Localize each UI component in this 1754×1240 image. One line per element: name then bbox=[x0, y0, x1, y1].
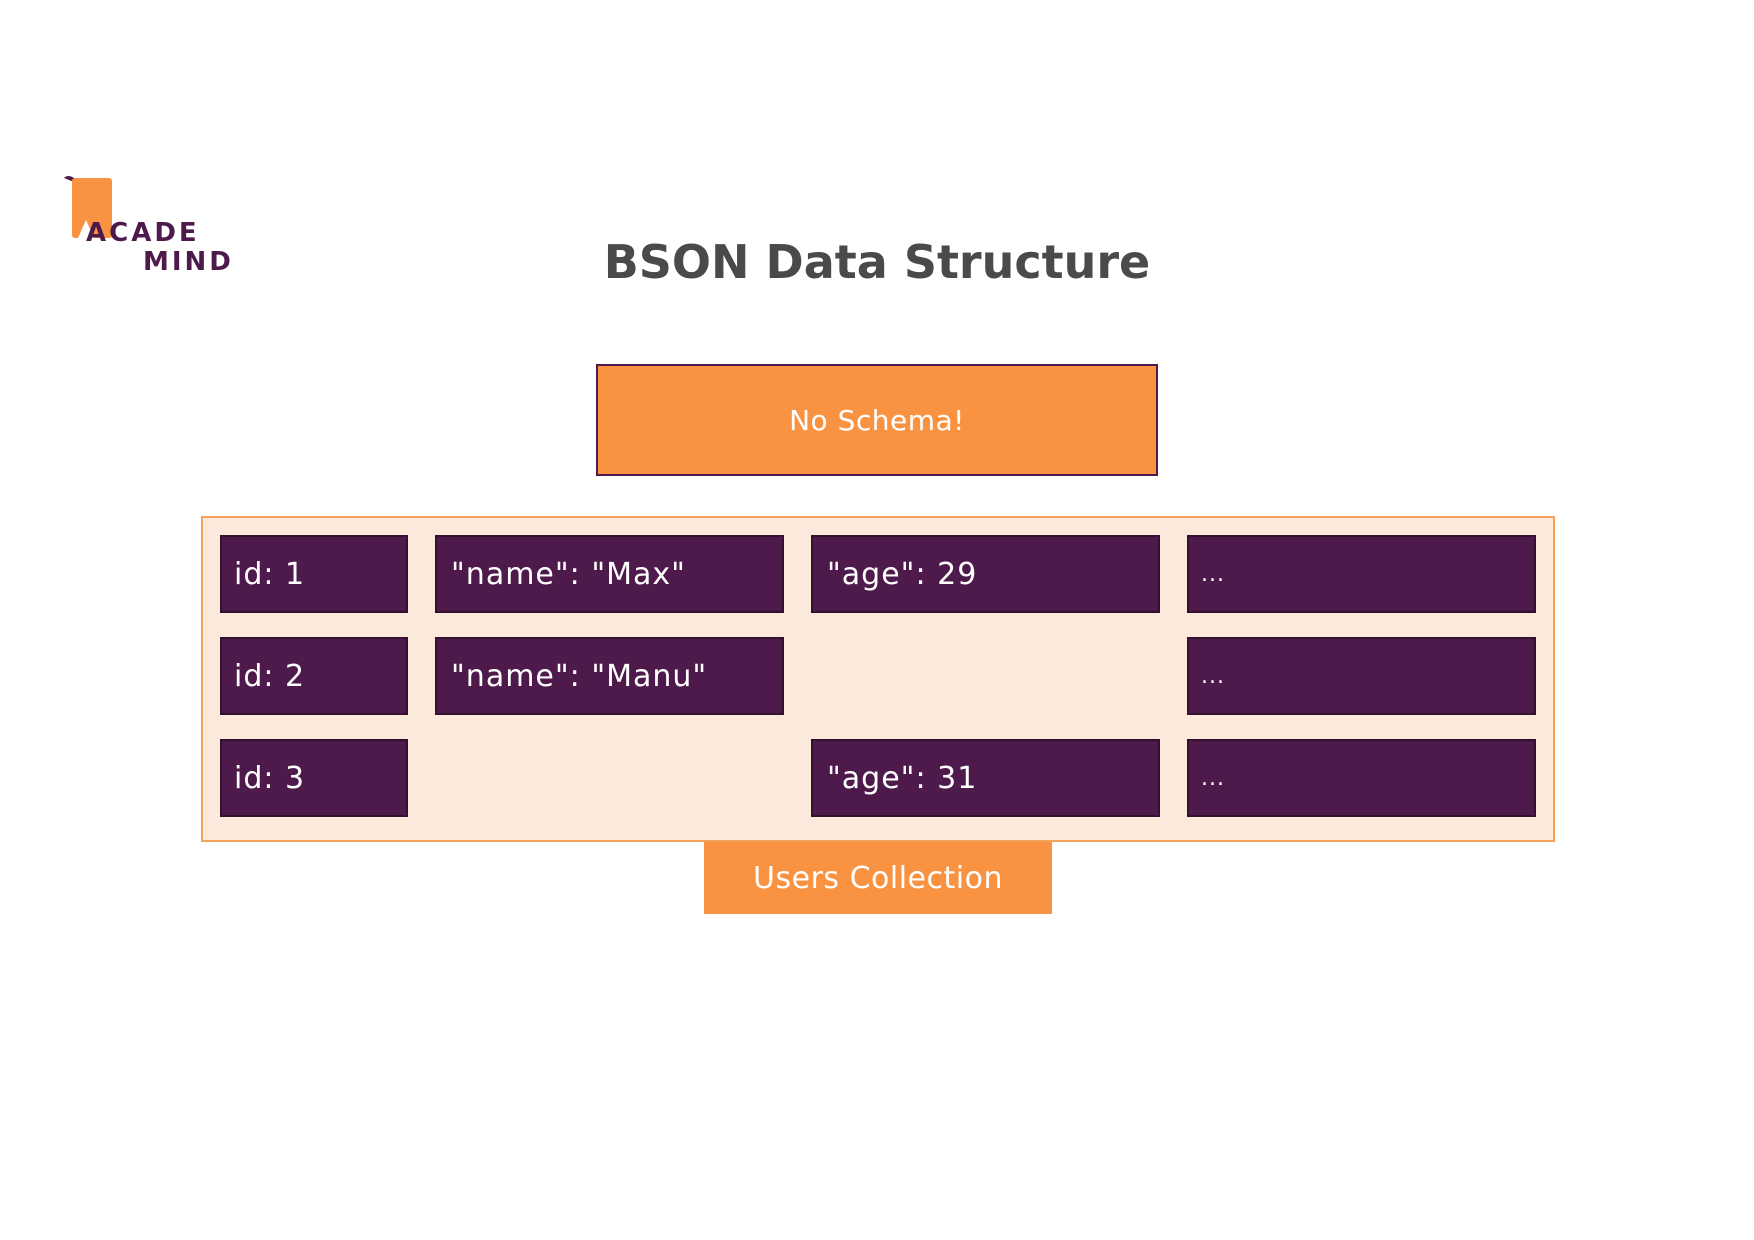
row-2-more-cell: ... bbox=[1187, 637, 1536, 715]
bookmark-logo-icon bbox=[64, 176, 112, 238]
row-2-name-cell: "name": "Manu" bbox=[435, 637, 784, 715]
page-title: BSON Data Structure bbox=[603, 235, 1151, 289]
row-1-name-cell: "name": "Max" bbox=[435, 535, 784, 613]
users-collection-container: id: 1 "name": "Max" "age": 29 ... id: 2 … bbox=[201, 516, 1555, 842]
row-1-more-cell: ... bbox=[1187, 535, 1536, 613]
no-schema-box: No Schema! bbox=[596, 364, 1158, 476]
logo-text-line-2: MIND bbox=[143, 247, 234, 277]
row-3-age-cell: "age": 31 bbox=[811, 739, 1160, 817]
logo-text-line-1: ACADE bbox=[86, 218, 200, 248]
row-2-id-cell: id: 2 bbox=[220, 637, 408, 715]
row-3-more-cell: ... bbox=[1187, 739, 1536, 817]
row-1-age-cell: "age": 29 bbox=[811, 535, 1160, 613]
row-3-id-cell: id: 3 bbox=[220, 739, 408, 817]
users-collection-label: Users Collection bbox=[704, 842, 1052, 914]
academind-logo: ACADE MIND bbox=[64, 176, 244, 276]
row-1-id-cell: id: 1 bbox=[220, 535, 408, 613]
